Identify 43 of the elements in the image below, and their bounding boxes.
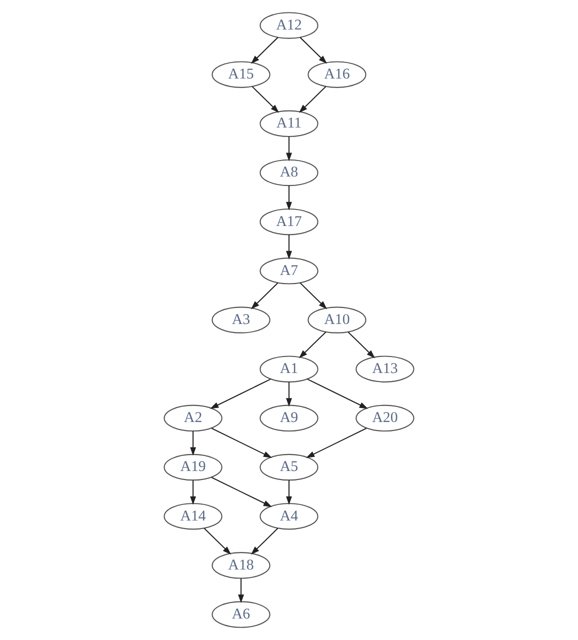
arrow [298,332,326,358]
node-ellipse: A8 [260,159,318,186]
arrow [298,86,326,113]
arrow [286,234,292,260]
arrow [238,578,244,604]
node-ellipse: A17 [260,208,318,236]
arrow [306,428,367,458]
node-ellipse: A10 [308,306,366,334]
node-ellipse: A13 [356,356,414,382]
node-ellipse: A1 [260,356,318,382]
arrow [250,282,278,310]
arrow [300,282,328,310]
arrow [286,136,292,162]
node-ellipse: A18 [212,552,270,579]
arrow [307,378,368,409]
node-ellipse: A3 [212,306,270,334]
arrow [211,476,272,507]
node-ellipse: A14 [164,502,222,530]
arrow [348,332,376,358]
node-ellipse: A20 [356,404,414,432]
arrow [190,431,196,456]
node-ellipse: A15 [212,61,270,88]
arrow [190,480,196,505]
arrow [204,528,232,555]
arrow [286,382,292,407]
arrow [286,186,292,210]
node-ellipse: A7 [260,258,318,284]
node-ellipse: A12 [260,12,318,39]
arrow [210,378,271,409]
arrow [211,428,272,458]
node-ellipse: A5 [260,454,318,481]
arrow [250,528,278,555]
arrow [300,37,328,64]
node-ellipse: A4 [260,502,318,530]
arrow [252,86,280,113]
arrow [250,37,278,64]
node-ellipse: A2 [164,404,222,432]
node-ellipse: A16 [308,61,366,88]
arrow [286,480,292,505]
node-ellipse: A6 [212,601,270,628]
node-ellipse: A9 [260,404,318,432]
node-ellipse: A19 [164,454,222,481]
node-ellipse: A11 [260,110,318,138]
